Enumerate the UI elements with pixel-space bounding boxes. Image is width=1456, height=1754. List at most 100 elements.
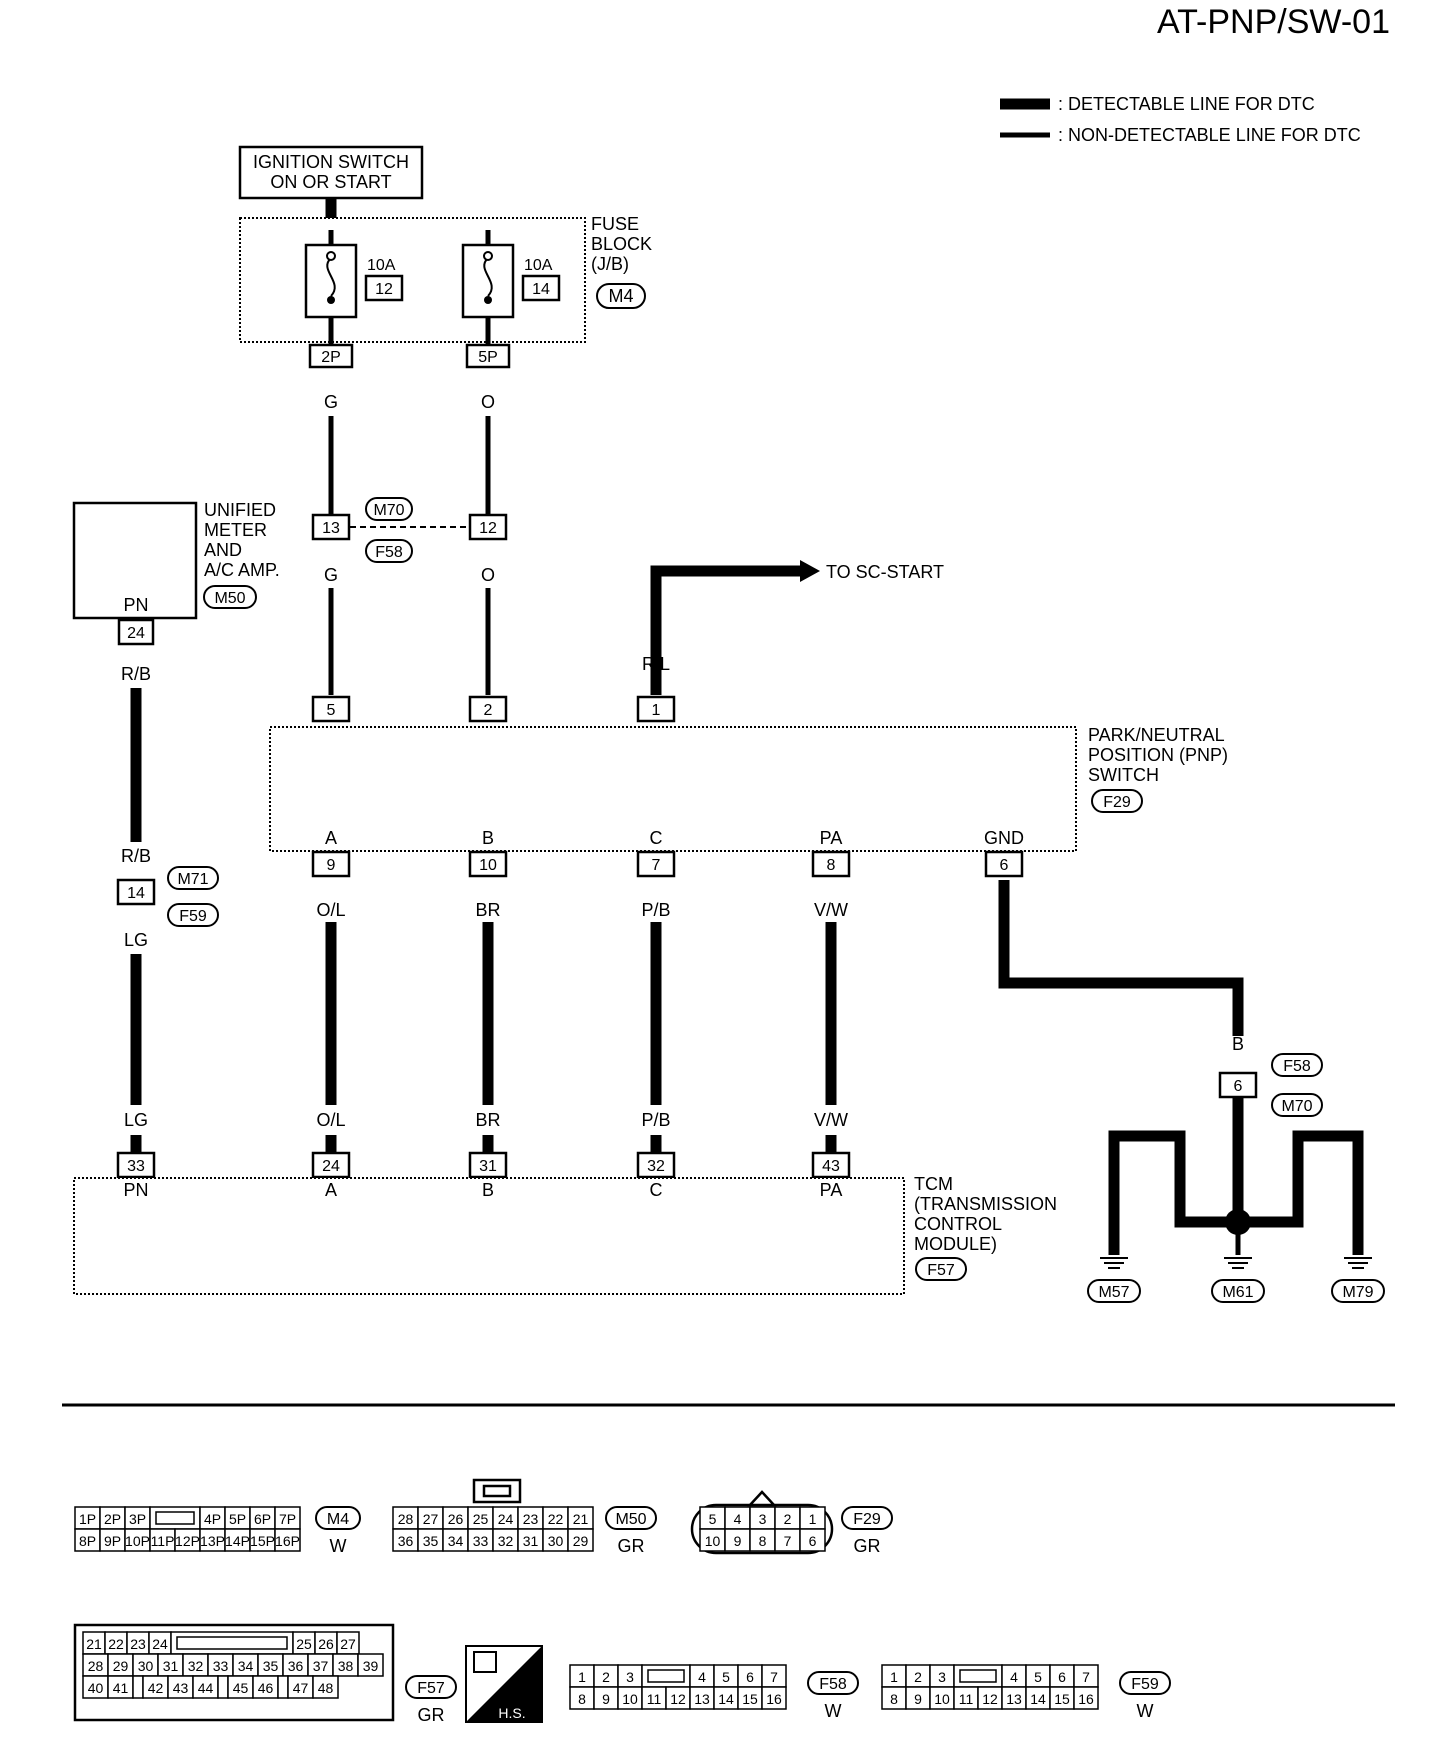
svg-text:M50: M50 xyxy=(214,590,245,607)
connector-pin-label: 6P xyxy=(254,1511,271,1527)
svg-text:W: W xyxy=(330,1536,347,1556)
pnp-switch xyxy=(269,726,1077,852)
svg-text:2: 2 xyxy=(484,702,493,719)
svg-text:M79: M79 xyxy=(1342,1284,1373,1301)
connector-pin-label: 9P xyxy=(104,1533,121,1549)
to-sc-start-label: TO SC-START xyxy=(826,562,944,582)
connector-pin-label: 32 xyxy=(498,1533,514,1549)
svg-text:GR: GR xyxy=(854,1536,881,1556)
ground-icon xyxy=(1100,1257,1128,1269)
connector-pin-label: 42 xyxy=(148,1680,164,1696)
connector-pin-label: 36 xyxy=(398,1533,414,1549)
connector-pin-label: 46 xyxy=(258,1680,274,1696)
fuse-block-line2: BLOCK xyxy=(591,234,652,254)
connector-pin-label: 16P xyxy=(275,1533,300,1549)
svg-text:PA: PA xyxy=(820,1180,843,1200)
connector-pin-label: 1P xyxy=(79,1511,96,1527)
svg-text:AND: AND xyxy=(204,540,242,560)
connector-pin-label: 31 xyxy=(523,1533,539,1549)
svg-text:M61: M61 xyxy=(1222,1284,1253,1301)
svg-text:F57: F57 xyxy=(417,1680,445,1697)
connector-pin-label: 28 xyxy=(398,1511,414,1527)
svg-text:M71: M71 xyxy=(177,871,208,888)
svg-text:10: 10 xyxy=(479,857,497,874)
ground-tag-m61 xyxy=(1211,1279,1265,1303)
joint-pin-12 xyxy=(468,513,508,541)
connector-pin-label: 48 xyxy=(318,1680,334,1696)
connector-pin-label: 10 xyxy=(622,1691,638,1707)
connector-tag-m50 xyxy=(203,585,257,609)
connector-tag-m4 xyxy=(596,283,646,309)
connector-pin-label: 7 xyxy=(784,1533,792,1549)
connector-pin-label: 15 xyxy=(742,1691,758,1707)
connector-pin-label: 44 xyxy=(198,1680,214,1696)
svg-text:32: 32 xyxy=(647,1158,665,1175)
connector-pin-label: 16 xyxy=(766,1691,782,1707)
connector-pin-label: 11P xyxy=(151,1533,175,1549)
svg-text:B: B xyxy=(1108,1164,1120,1184)
svg-text:1: 1 xyxy=(652,702,661,719)
connector-pin-label: 14 xyxy=(1030,1691,1046,1707)
connector-pin-label: 37 xyxy=(313,1658,329,1674)
svg-text:PA: PA xyxy=(820,828,843,848)
ground-pin-6 xyxy=(1218,1071,1258,1099)
svg-text:F59: F59 xyxy=(179,908,207,925)
svg-text:V/W: V/W xyxy=(814,900,848,920)
connector-pin-label: 3P xyxy=(129,1511,146,1527)
pnp-pin-9 xyxy=(311,850,351,878)
connector-pin-label: 10 xyxy=(705,1533,721,1549)
pnp-pin-8 xyxy=(811,850,851,878)
meter-pin-24 xyxy=(117,618,155,646)
pnp-pin-6 xyxy=(984,850,1024,878)
svg-text:BR: BR xyxy=(475,900,500,920)
connector-pin-label: 35 xyxy=(423,1533,439,1549)
connector-pin-label: 8 xyxy=(890,1691,898,1707)
connector-pin-label: 1 xyxy=(890,1669,898,1685)
connector-pin-label: 36 xyxy=(288,1658,304,1674)
connector-pin-label: 6 xyxy=(809,1533,817,1549)
connector-pin-label: 8P xyxy=(79,1533,96,1549)
svg-text:A: A xyxy=(325,1180,337,1200)
svg-text:O/L: O/L xyxy=(316,1110,345,1130)
svg-text:V/W: V/W xyxy=(814,1110,848,1130)
unified-meter-box xyxy=(72,501,198,620)
connector-pin-label: 7 xyxy=(770,1669,778,1685)
legend-thin-text: : NON-DETECTABLE LINE FOR DTC xyxy=(1058,125,1361,145)
fuse-12 xyxy=(304,243,358,319)
svg-text:H.S.: H.S. xyxy=(498,1705,525,1721)
connector-pin-label: 21 xyxy=(573,1511,589,1527)
svg-text:F58: F58 xyxy=(375,544,403,561)
svg-text:UNIFIED: UNIFIED xyxy=(204,500,276,520)
svg-text:PARK/NEUTRAL: PARK/NEUTRAL xyxy=(1088,725,1225,745)
svg-text:6: 6 xyxy=(1234,1078,1243,1095)
connector-pin-label: 12 xyxy=(982,1691,998,1707)
svg-text:6: 6 xyxy=(1000,857,1009,874)
svg-text:B: B xyxy=(482,828,494,848)
connector-pin-label: 4 xyxy=(1010,1669,1018,1685)
svg-text:9: 9 xyxy=(327,857,336,874)
svg-text:F58: F58 xyxy=(819,1676,847,1693)
connector-pin-label: 16 xyxy=(1078,1691,1094,1707)
connector-tag-f57 xyxy=(915,1257,967,1281)
connector-pin-label: 6 xyxy=(1058,1669,1066,1685)
pnp-pin-7 xyxy=(636,850,676,878)
connector-pin-label: 32 xyxy=(188,1658,204,1674)
legend-thick-text: : DETECTABLE LINE FOR DTC xyxy=(1058,94,1315,114)
svg-text:M70: M70 xyxy=(373,502,404,519)
svg-text:POSITION (PNP): POSITION (PNP) xyxy=(1088,745,1228,765)
connector-pin-label: 39 xyxy=(363,1658,379,1674)
connector-pin-label: 22 xyxy=(548,1511,564,1527)
svg-text:24: 24 xyxy=(127,625,145,642)
connector-pin-label: 30 xyxy=(548,1533,564,1549)
svg-text:B: B xyxy=(1232,1164,1244,1184)
svg-text:F58: F58 xyxy=(1283,1058,1311,1075)
connector-pin-label: 9 xyxy=(602,1691,610,1707)
connector-pin-label: 34 xyxy=(238,1658,254,1674)
legend: : DETECTABLE LINE FOR DTC : NON-DETECTAB… xyxy=(1000,94,1361,145)
joint-pin-13 xyxy=(311,513,351,541)
connector-pin-label: 31 xyxy=(163,1658,179,1674)
connector-tag-m70 xyxy=(365,497,413,521)
connector-pin-label: 30 xyxy=(138,1658,154,1674)
connector-pin-label: 47 xyxy=(293,1680,309,1696)
